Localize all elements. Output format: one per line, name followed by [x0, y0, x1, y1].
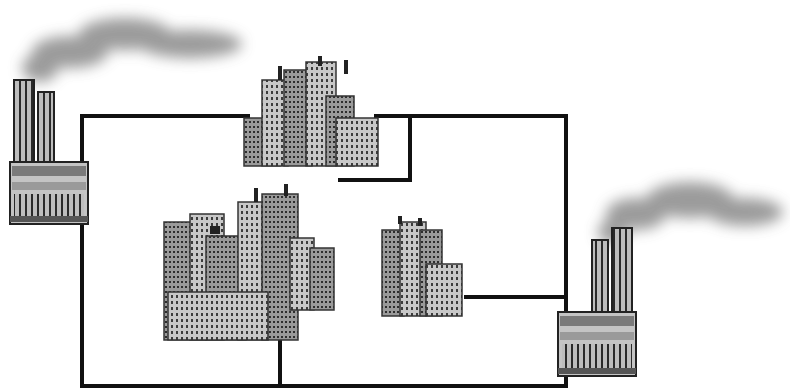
city-north-icon: [243, 56, 379, 167]
diagram-style-caption: grayscale pixelated clip-art: [0, 0, 14, 1]
factory-east-icon: [557, 227, 637, 377]
city-central-icon: [163, 184, 335, 341]
connection-city-north-spur: [338, 114, 412, 182]
factory-west-icon: [9, 79, 89, 225]
smoke-west: [22, 18, 242, 82]
connection-factory-west-to-factory-east: [80, 222, 568, 388]
connection-factory-west-to-city-north: [80, 114, 250, 198]
connection-city-north-to-factory-east: [374, 114, 568, 314]
smoke-east: [598, 182, 783, 244]
city-east-icon: [381, 216, 463, 317]
